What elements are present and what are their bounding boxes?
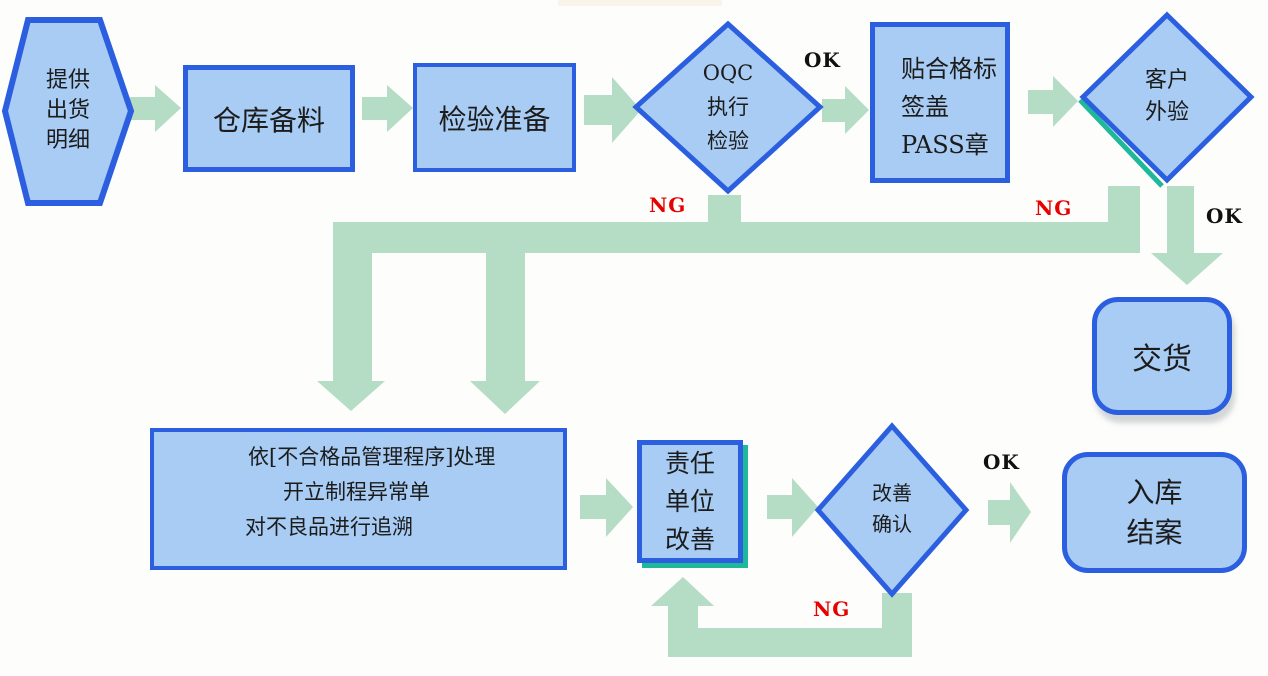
node-inspection-prep: 检验准备 [413,63,576,172]
hexagon-provide-details [1,17,135,206]
node-line: 贴合格标 [901,54,997,83]
arrow-nonconforming-to-responsible [580,478,633,537]
connector-down-left-shaft [333,250,372,382]
connector-down-mid-shaft [486,250,525,382]
label-oqc-ok: OK [804,48,841,72]
node-responsible-unit-improve: 责任 单位 改善 [637,440,743,563]
label-customer-ng: NG [1035,196,1073,220]
node-label: 检验准备 [438,102,551,136]
node-line: 开立制程异常单 [283,480,430,504]
arrow-passstamp-to-customer [1028,76,1078,127]
diamond-customer-inspection [1079,11,1255,184]
node-line: 签盖 [901,92,949,121]
node-line: 单位 [664,486,715,516]
label-confirm-ng: NG [813,597,851,621]
arrowhead-customer-ok [1151,253,1223,285]
connector-loop-up-shaft [668,604,698,632]
arrow-responsible-to-confirm [767,478,818,537]
arrowhead-down-mid [470,381,540,414]
customer-diamond-teal-accent [1078,98,1164,188]
node-line: 依[不合格品管理程序]处理 [248,445,496,469]
connector-customer-ng-stem [1108,186,1140,226]
arrowhead-down-left [317,381,385,411]
diamond-oqc-inspection [632,20,824,195]
connector-customer-ok-shaft [1167,186,1194,254]
arrow-confirm-to-closure [988,482,1031,543]
node-line: 责任 [664,448,715,478]
node-line: 结案 [1126,515,1183,549]
node-delivery: 交货 [1092,297,1232,415]
connector-loop-horizontal [668,628,912,657]
arrow-inspectionprep-to-oqc [584,77,641,143]
label-confirm-ok: OK [983,450,1020,474]
node-nonconforming-handling: 依[不合格品管理程序]处理 开立制程异常单 对不良品进行追溯 [150,428,567,570]
diamond-improvement-confirm [814,422,970,598]
node-line: 入库 [1126,475,1183,509]
connector-ng-band [333,222,1140,253]
node-label: 仓库备料 [212,103,325,137]
node-warehouse-material-prep: 仓库备料 [183,65,355,172]
node-line: PASS章 [901,130,989,159]
arrow-hex-to-warehouse [130,85,181,132]
connector-oqc-ng-stem [708,195,741,225]
label-oqc-ng: NG [649,193,687,217]
node-line: 改善 [664,524,715,554]
node-label: 交货 [1132,342,1192,377]
arrow-oqc-to-passstamp [822,86,869,134]
node-warehouse-closure: 入库 结案 [1062,452,1247,573]
arrowhead-loop-up [651,577,714,606]
node-line: 对不良品进行追溯 [245,515,413,539]
node-pass-stamp: 贴合格标 签盖 PASS章 [870,22,1010,183]
title-remnant-band [558,0,722,6]
arrow-warehouse-to-inspectionprep [362,85,413,132]
label-customer-ok: OK [1206,204,1243,228]
